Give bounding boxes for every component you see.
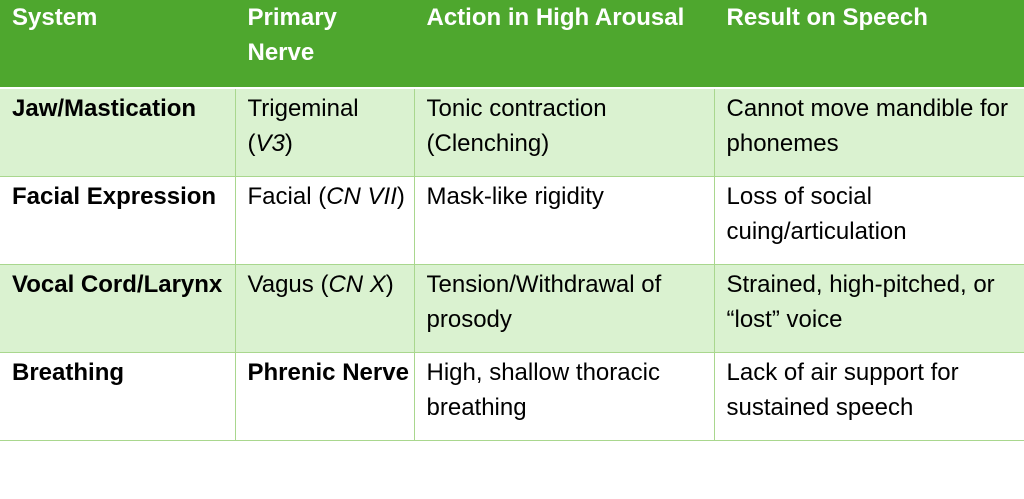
nerve-branch: CN X [328, 270, 386, 298]
cell-result: Lack of air support for sustained speech [713, 352, 1024, 441]
nerve-text: Trigeminal ( [247, 95, 359, 157]
cell-result: Strained, high-pitched, or “lost” voice [713, 264, 1024, 353]
cell-result: Cannot move mandible for phonemes [713, 87, 1024, 177]
cell-action: Tension/Withdrawal of prosody [413, 264, 714, 353]
cell-action: Mask-like rigidity [413, 176, 714, 265]
table-body: Jaw/Mastication Trigeminal (V3) Tonic co… [0, 87, 1024, 441]
header-result: Result on Speech [713, 0, 1024, 88]
cell-system: Jaw/Mastication [0, 87, 235, 177]
nervous-system-speech-table: System Primary Nerve Action in High Arou… [0, 0, 1024, 441]
nerve-branch: V3 [255, 130, 285, 157]
cell-nerve: Facial (CN VII) [234, 176, 414, 265]
cell-system: Breathing [0, 352, 235, 441]
nerve-close: ) [284, 130, 293, 157]
cell-action: Tonic contraction (Clenching) [413, 87, 714, 177]
cell-nerve: Trigeminal (V3) [234, 87, 414, 177]
nerve-close: ) [385, 270, 394, 298]
cell-nerve: Vagus (CN X) [234, 264, 414, 353]
nerve-branch: CN VII [326, 182, 397, 210]
cell-result: Loss of social cuing/articulation [713, 176, 1024, 265]
table-row: Vocal Cord/Larynx Vagus (CN X) Tension/W… [0, 264, 1024, 353]
table-header: System Primary Nerve Action in High Arou… [0, 0, 1024, 88]
header-primary-nerve: Primary Nerve [234, 0, 414, 88]
header-action: Action in High Arousal [413, 0, 714, 88]
cell-system: Facial Expression [0, 176, 235, 265]
nerve-text: Vagus ( [247, 270, 329, 298]
cell-nerve: Phrenic Nerve [234, 352, 414, 441]
cell-action: High, shallow thoracic breathing [413, 352, 714, 441]
cell-system: Vocal Cord/Larynx [0, 264, 235, 353]
table-row: Jaw/Mastication Trigeminal (V3) Tonic co… [0, 87, 1024, 177]
header-system: System [0, 0, 235, 88]
table-row: Breathing Phrenic Nerve High, shallow th… [0, 352, 1024, 441]
nerve-text: Facial ( [247, 182, 327, 210]
table-row: Facial Expression Facial (CN VII) Mask-l… [0, 176, 1024, 265]
nerve-close: ) [396, 182, 405, 210]
header-row: System Primary Nerve Action in High Arou… [0, 0, 1024, 88]
